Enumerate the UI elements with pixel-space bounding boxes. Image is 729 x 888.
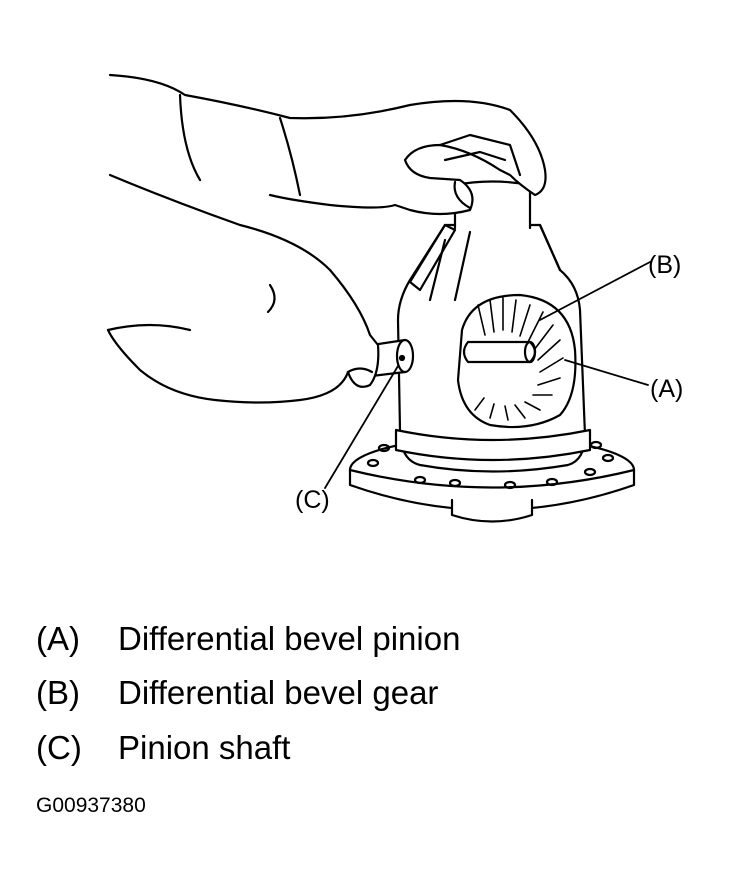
legend-text: Differential bevel gear: [118, 673, 439, 711]
legend-code: (A): [36, 619, 80, 657]
left-hand: [106, 173, 380, 404]
callout-a: (A): [650, 375, 683, 403]
legend-code: (C): [36, 728, 82, 766]
legend-item-a: (A) Differential bevel pinion: [36, 616, 460, 660]
legend-item-b: (B) Differential bevel gear: [36, 670, 438, 714]
leader-a: [564, 359, 649, 386]
case-bottom-boss: [450, 498, 534, 523]
callout-b: (B): [648, 251, 681, 279]
right-hand: [108, 73, 547, 216]
leader-c: [324, 365, 399, 489]
legend-code: (B): [36, 673, 80, 711]
leader-lines: [324, 261, 651, 489]
gear-window: [456, 293, 577, 429]
legend-text: Pinion shaft: [118, 728, 291, 766]
legend-text: Differential bevel pinion: [118, 619, 461, 657]
differential-illustration: (B) (A) (C): [106, 73, 683, 523]
callout-c: (C): [295, 486, 330, 514]
legend-item-c: (C) Pinion shaft: [36, 725, 290, 769]
leader-b: [539, 261, 651, 321]
figure-id: G00937380: [36, 794, 146, 817]
bevel-gear-teeth: [474, 297, 564, 421]
